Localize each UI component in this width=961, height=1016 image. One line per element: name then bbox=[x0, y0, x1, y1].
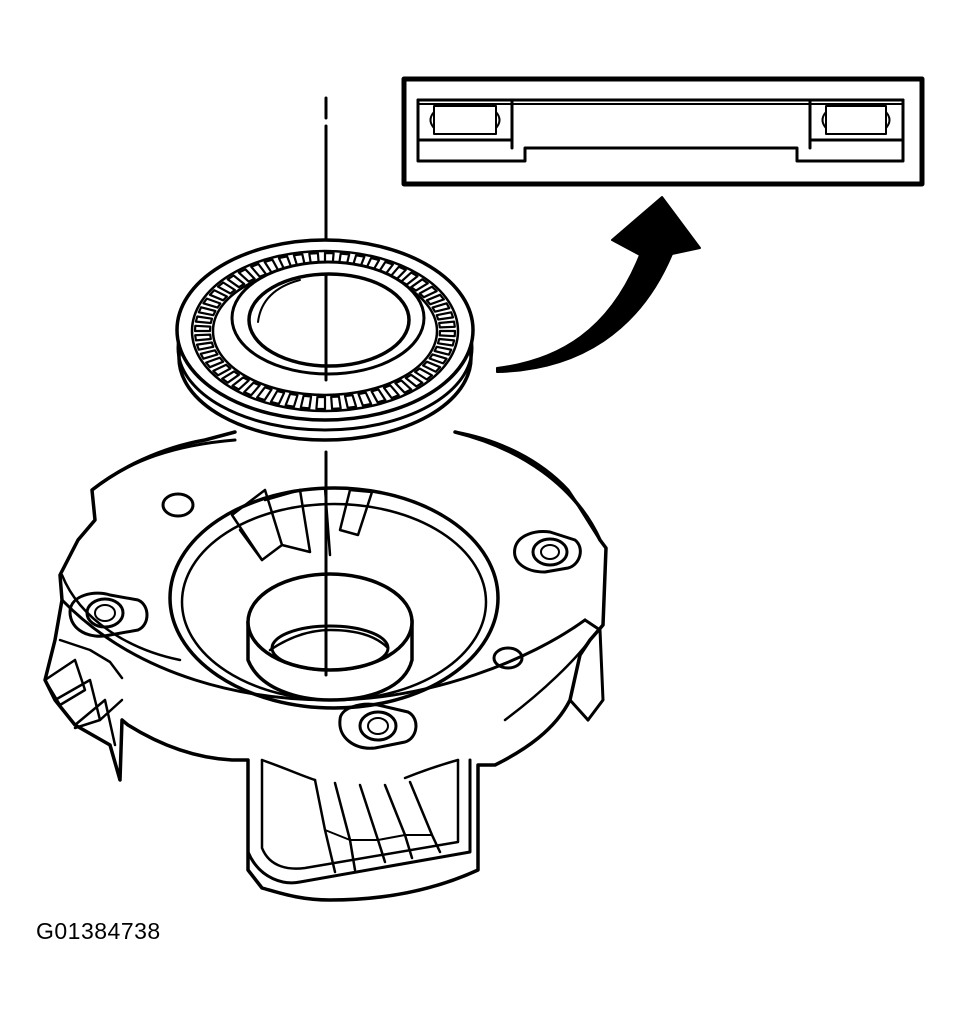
bearing-roller bbox=[422, 360, 442, 373]
bearing-roller bbox=[435, 311, 455, 321]
bearing-roller bbox=[436, 337, 456, 347]
bearing-roller bbox=[433, 345, 453, 356]
bearing-roller bbox=[197, 306, 217, 317]
bearing-roller bbox=[284, 392, 299, 408]
bearing-roller bbox=[404, 373, 424, 388]
bearing-roller bbox=[195, 341, 215, 351]
bearing-roller bbox=[315, 395, 327, 411]
bearing-roller bbox=[357, 391, 373, 407]
bearing-roller bbox=[425, 293, 445, 306]
bearing-roller bbox=[438, 329, 457, 338]
inset-bearing-profile bbox=[416, 98, 905, 163]
bearing-roller bbox=[343, 394, 358, 409]
curved-arrow-icon bbox=[496, 196, 701, 373]
inset-frame bbox=[401, 76, 925, 187]
bearing-roller bbox=[208, 289, 228, 302]
hole-top-left bbox=[161, 492, 195, 518]
bearing-roller bbox=[226, 274, 246, 289]
center-opening bbox=[168, 486, 500, 710]
inset-right-race bbox=[808, 98, 905, 150]
figure-id-label: G01384738 bbox=[36, 918, 161, 944]
bearing-roller bbox=[231, 376, 250, 391]
carrier-flange-outline bbox=[43, 430, 608, 902]
bearing-roller bbox=[205, 356, 225, 369]
inner-race-bore bbox=[247, 272, 411, 368]
bearing-roller bbox=[370, 388, 387, 404]
bearing-roller bbox=[410, 278, 429, 292]
bearing-roller bbox=[431, 302, 451, 313]
bearing-roller bbox=[212, 363, 232, 377]
bearing-roller bbox=[394, 379, 413, 394]
bearing-roller bbox=[199, 349, 219, 360]
bearing-roller bbox=[216, 281, 236, 295]
bearing-roller bbox=[428, 353, 448, 365]
bearing-roller bbox=[243, 381, 261, 397]
bearing-roller bbox=[202, 297, 222, 309]
bearing-roller bbox=[382, 384, 400, 400]
bearing-roller bbox=[330, 395, 342, 410]
hub-collar bbox=[246, 572, 414, 702]
differential-carrier bbox=[43, 430, 608, 902]
bearing-roller bbox=[221, 370, 240, 384]
bearing-roller bbox=[299, 394, 313, 410]
roller-cage-outer bbox=[190, 249, 460, 413]
hole-right bbox=[492, 646, 524, 670]
bearing-roller bbox=[193, 324, 212, 333]
bearing-roller bbox=[438, 320, 456, 329]
bearing-roller bbox=[194, 333, 212, 342]
bearing-roller bbox=[194, 315, 214, 325]
bearing-roller bbox=[418, 285, 438, 299]
bearing-roller bbox=[269, 389, 286, 405]
bearing-roller bbox=[237, 268, 256, 283]
ring-gear-window bbox=[246, 758, 472, 885]
bearing-roller bbox=[256, 386, 273, 402]
inset-left-race bbox=[416, 98, 514, 150]
thrust-bearing bbox=[175, 238, 475, 442]
bolt-boss-bottom bbox=[338, 702, 418, 750]
bolt-boss-left bbox=[68, 591, 149, 638]
ring-gear-teeth-left bbox=[43, 638, 124, 747]
cross-section-inset bbox=[401, 76, 925, 187]
carrier-right-bracket bbox=[568, 618, 605, 722]
bolt-boss-right bbox=[513, 530, 582, 574]
bearing-roller bbox=[414, 367, 434, 381]
internal-gear-teeth bbox=[230, 486, 374, 562]
